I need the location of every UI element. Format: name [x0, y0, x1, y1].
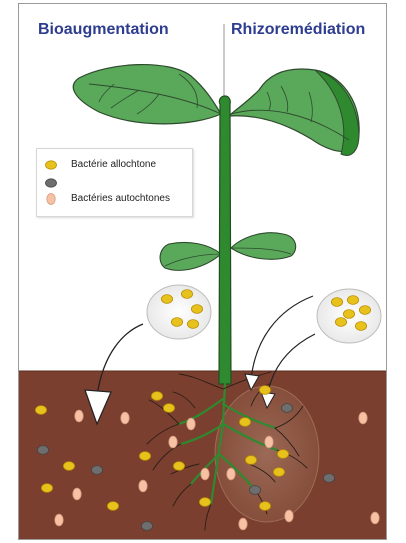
allochthonous-bacterium [151, 392, 162, 401]
allochthonous-bacterium [347, 296, 358, 305]
allochthonous-bacterium [173, 462, 184, 471]
autochthonous-bacterium [169, 436, 177, 448]
allochthonous-bacterium [239, 418, 250, 427]
allochthonous-bacterium [259, 386, 270, 395]
bioaugmentation-title: Bioaugmentation [38, 21, 169, 39]
diagram-scene [19, 4, 387, 540]
gray-bacterium [281, 404, 292, 413]
allochthonous-bacterium [245, 456, 256, 465]
gray-bacterium [141, 522, 152, 531]
allochthonous-bacterium [161, 295, 172, 304]
autochthonous-bacterium [359, 412, 367, 424]
legend-item-autochthonous: Bactéries autochtones [37, 191, 192, 207]
peach-bacterium-icon [42, 191, 62, 207]
autochthonous-bacterium [139, 480, 147, 492]
rhizoremediation-title: Rhizoremédiation [231, 21, 365, 39]
autochthonous-bacterium [121, 412, 129, 424]
gray-bacterium [91, 466, 102, 475]
autochthonous-bacterium [187, 418, 195, 430]
allochthonous-bacterium [355, 322, 366, 331]
allochthonous-bacterium [277, 450, 288, 459]
allochthonous-bacterium [139, 452, 150, 461]
autochthonous-bacterium [55, 514, 63, 526]
allochthonous-bacterium [273, 468, 284, 477]
allochthonous-bacterium [181, 290, 192, 299]
allochthonous-bacterium [331, 298, 342, 307]
autochthonous-bacterium [239, 518, 247, 530]
allochthonous-bacterium [171, 318, 182, 327]
legend-box: Bactérie allochtone Bactéries autochtone… [36, 148, 193, 217]
autochthonous-bacterium [227, 468, 235, 480]
soil-layer [19, 371, 387, 540]
gray-bacterium [249, 486, 260, 495]
legend-item-allochthonous: Bactérie allochtone [37, 157, 192, 173]
plant-stem [219, 96, 231, 384]
allochthonous-bacterium [191, 305, 202, 314]
gray-bacterium [37, 446, 48, 455]
diagram-frame: Bioaugmentation Rhizoremédiation Bactéri… [18, 3, 387, 540]
legend-item-gray [37, 175, 192, 191]
top-right-leaf [229, 69, 359, 155]
allochthonous-bacterium [163, 404, 174, 413]
legend-label-allochthonous: Bactérie allochtone [71, 159, 156, 170]
allochthonous-bacterium [259, 502, 270, 511]
autochthonous-bacterium [75, 410, 83, 422]
top-left-leaf [73, 65, 221, 124]
autochthonous-bacterium [73, 488, 81, 500]
gray-bacterium [323, 474, 334, 483]
autochthonous-bacterium [371, 512, 379, 524]
allochthonous-bacterium [41, 484, 52, 493]
allochthonous-bacterium [359, 306, 370, 315]
middle-left-leaf [160, 242, 221, 270]
autochthonous-bacterium [285, 510, 293, 522]
allochthonous-bacterium [107, 502, 118, 511]
allochthonous-bacterium [199, 498, 210, 507]
allochthonous-bacterium [35, 406, 46, 415]
gray-bacterium-icon [42, 175, 62, 191]
allochthonous-bacterium [343, 310, 354, 319]
autochthonous-bacterium [265, 436, 273, 448]
middle-right-leaf [231, 233, 296, 260]
legend-label-autochthonous: Bactéries autochtones [71, 193, 170, 204]
autochthonous-bacterium [201, 468, 209, 480]
yellow-bacterium-icon [42, 157, 62, 173]
allochthonous-bacterium [63, 462, 74, 471]
allochthonous-bacterium [335, 318, 346, 327]
allochthonous-bacterium [187, 320, 198, 329]
